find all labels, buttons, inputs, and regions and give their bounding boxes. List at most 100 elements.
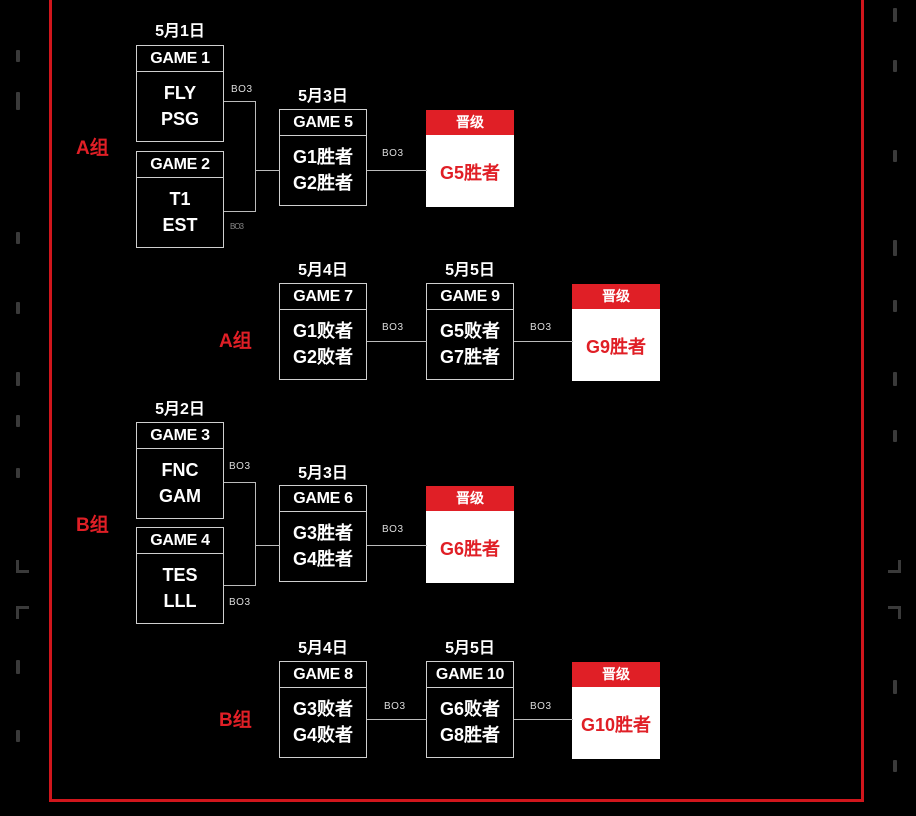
match-box-game-9[interactable]: GAME 9 G5败者 G7胜者 xyxy=(426,283,514,380)
bo3-label: BO3 xyxy=(382,524,404,535)
match-title: GAME 10 xyxy=(427,662,513,688)
bo3-label: BO3 xyxy=(231,84,253,95)
left-edge-dash xyxy=(16,50,20,62)
team-name: G5败者 xyxy=(439,321,500,341)
bracket-frame xyxy=(49,0,864,802)
left-edge-dash xyxy=(16,92,20,110)
date-label: 5月4日 xyxy=(298,640,348,657)
match-box-game-5[interactable]: GAME 5 G1胜者 G2胜者 xyxy=(279,109,367,206)
right-edge-dash xyxy=(893,8,897,22)
right-edge-dash xyxy=(893,680,897,694)
left-edge-dash xyxy=(16,468,20,478)
match-title: GAME 3 xyxy=(137,423,223,449)
team-name: T1 xyxy=(169,189,191,209)
match-title: GAME 1 xyxy=(137,46,223,72)
bo3-label: BO3 xyxy=(530,322,552,333)
advance-box-g10[interactable]: 晋级 G10胜者 xyxy=(572,662,660,759)
team-name: PSG xyxy=(160,109,199,129)
bo3-label-faint: BO3 xyxy=(230,222,244,231)
team-name: G2胜者 xyxy=(292,173,353,193)
advance-winner: G6胜者 xyxy=(439,539,500,559)
team-name: G6败者 xyxy=(439,699,500,719)
advance-winner: G10胜者 xyxy=(580,715,652,735)
team-name: G4败者 xyxy=(292,725,353,745)
group-label: A组 xyxy=(219,331,252,352)
connector-line xyxy=(367,545,427,546)
advance-label: 晋级 xyxy=(426,486,514,511)
date-label: 5月5日 xyxy=(445,262,495,279)
right-corner-mark xyxy=(888,560,901,573)
left-edge-dash xyxy=(16,302,20,314)
team-name: TES xyxy=(162,565,198,585)
connector-line xyxy=(514,719,573,720)
match-box-game-8[interactable]: GAME 8 G3败者 G4败者 xyxy=(279,661,367,758)
group-label: A组 xyxy=(76,138,109,159)
bo3-label: BO3 xyxy=(382,322,404,333)
date-label: 5月5日 xyxy=(445,640,495,657)
connector-line xyxy=(367,341,427,342)
connector-line xyxy=(514,341,573,342)
date-label: 5月4日 xyxy=(298,262,348,279)
team-name: LLL xyxy=(163,591,197,611)
match-title: GAME 8 xyxy=(280,662,366,688)
left-edge-dash xyxy=(16,232,20,244)
connector-line xyxy=(367,719,427,720)
date-label: 5月2日 xyxy=(155,401,205,418)
team-name: G3胜者 xyxy=(292,523,353,543)
date-label: 5月3日 xyxy=(298,88,348,105)
bo3-label: BO3 xyxy=(530,701,552,712)
advance-label: 晋级 xyxy=(426,110,514,135)
advance-box-g9[interactable]: 晋级 G9胜者 xyxy=(572,284,660,381)
connector-line xyxy=(255,545,280,546)
right-edge-dash xyxy=(893,300,897,312)
bo3-label: BO3 xyxy=(229,461,251,472)
date-label: 5月1日 xyxy=(155,23,205,40)
team-name: FNC xyxy=(161,460,199,480)
right-edge-dash xyxy=(893,150,897,162)
bo3-label: BO3 xyxy=(382,148,404,159)
bo3-label: BO3 xyxy=(229,597,251,608)
team-name: G4胜者 xyxy=(292,549,353,569)
team-name: G2败者 xyxy=(292,347,353,367)
advance-winner: G9胜者 xyxy=(585,337,646,357)
connector-line xyxy=(224,585,256,586)
match-box-game-3[interactable]: GAME 3 FNC GAM xyxy=(136,422,224,519)
connector-line xyxy=(255,482,256,586)
left-edge-dash xyxy=(16,415,20,427)
advance-label: 晋级 xyxy=(572,284,660,309)
match-title: GAME 5 xyxy=(280,110,366,136)
right-corner-mark xyxy=(888,606,901,619)
connector-line xyxy=(224,101,256,102)
team-name: G3败者 xyxy=(292,699,353,719)
right-edge-dash xyxy=(893,60,897,72)
right-edge-dash xyxy=(893,240,897,256)
match-box-game-1[interactable]: GAME 1 FLY PSG xyxy=(136,45,224,142)
connector-line xyxy=(255,170,280,171)
advance-winner: G5胜者 xyxy=(439,163,500,183)
right-edge-dash xyxy=(893,372,897,386)
right-edge-dash xyxy=(893,430,897,442)
advance-label: 晋级 xyxy=(572,662,660,687)
team-name: G1败者 xyxy=(292,321,353,341)
team-name: EST xyxy=(162,215,198,235)
advance-box-g6[interactable]: 晋级 G6胜者 xyxy=(426,486,514,583)
left-corner-mark xyxy=(16,606,29,619)
advance-box-g5[interactable]: 晋级 G5胜者 xyxy=(426,110,514,207)
left-edge-dash xyxy=(16,660,20,674)
left-edge-dash xyxy=(16,372,20,386)
date-label: 5月3日 xyxy=(298,465,348,482)
connector-line xyxy=(224,211,256,212)
match-title: GAME 9 xyxy=(427,284,513,310)
team-name: G1胜者 xyxy=(292,147,353,167)
team-name: G7胜者 xyxy=(439,347,500,367)
left-edge-dash xyxy=(16,730,20,742)
team-name: FLY xyxy=(163,83,197,103)
connector-line xyxy=(224,482,256,483)
team-name: GAM xyxy=(159,486,201,506)
group-label: B组 xyxy=(219,710,252,731)
